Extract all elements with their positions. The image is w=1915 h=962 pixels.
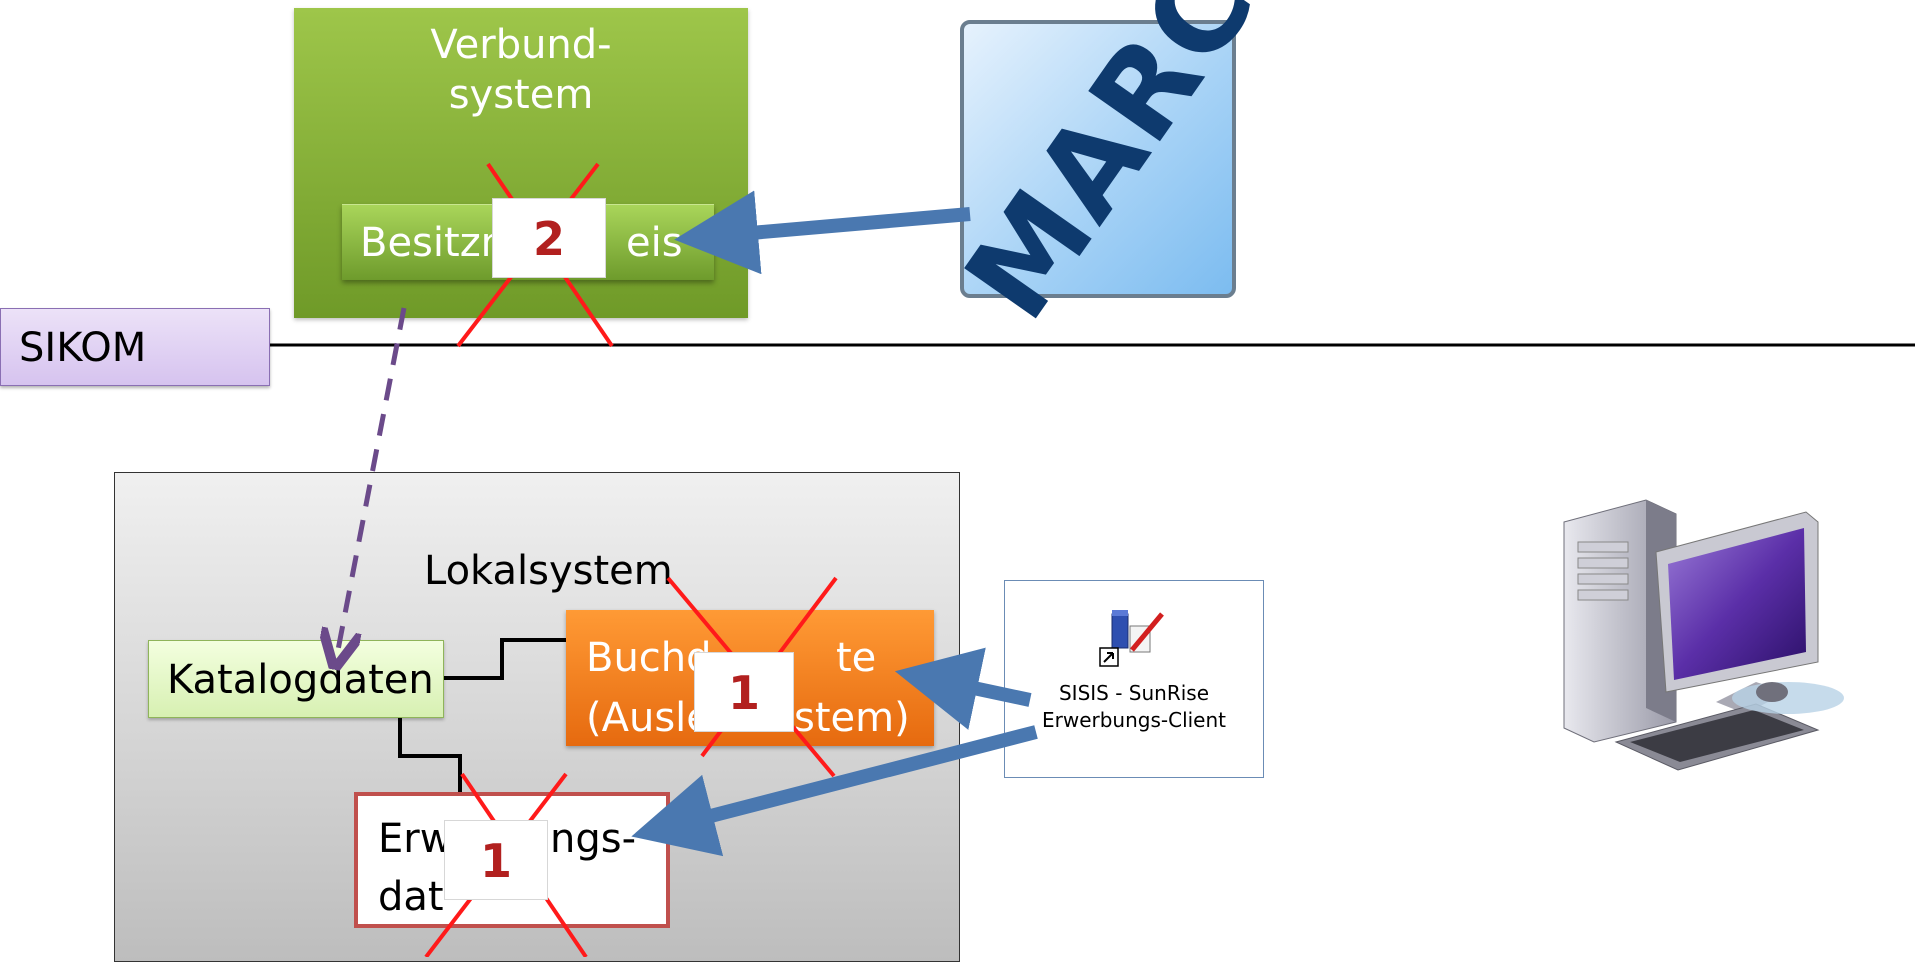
sisis-client-shortcut[interactable] [1004,580,1264,778]
buchdaten-label-tail-1: te [836,635,877,681]
sisis-client-icon [1099,610,1164,667]
sisis-to-erw-arrow [631,725,1038,857]
badge-buch-1: 1 [694,652,794,732]
sikom-label-box: SIKOM [0,308,270,386]
erwerbungsdaten-label: Erw dat [378,816,453,920]
buchdaten-label-tail-2: stem) [794,695,910,741]
erwerbungsdaten-label-tail: ngs- [550,816,637,862]
katalog-buch-connector [444,638,566,680]
marc-to-besitz-arrow [674,190,971,275]
marc-logo [960,20,1236,298]
katalog-erw-connector [398,718,462,792]
sikom-label: SIKOM [19,325,147,371]
besitznachweis-label: Besitzn [360,220,507,266]
buchdaten-label: Buchd (Ausle [586,635,712,741]
sikom-dashed-arrow [338,307,407,650]
sisis-client-label: SISIS - SunRise Erwerbungs-Client [1041,681,1227,732]
badge-erw-1: 1 [444,820,548,900]
desktop-computer-icon [1563,499,1844,771]
lokalsystem-title: Lokalsystem [424,548,673,594]
verbundsystem-title: Verbund- system [430,22,612,118]
besitznachweis-label-tail: eis [626,220,683,266]
katalogdaten-label: Katalogdaten [167,657,434,703]
badge-besitz-2: 2 [492,198,606,278]
sisis-to-buch-arrow [894,647,1032,730]
katalogdaten-box: Katalogdaten [148,640,444,718]
